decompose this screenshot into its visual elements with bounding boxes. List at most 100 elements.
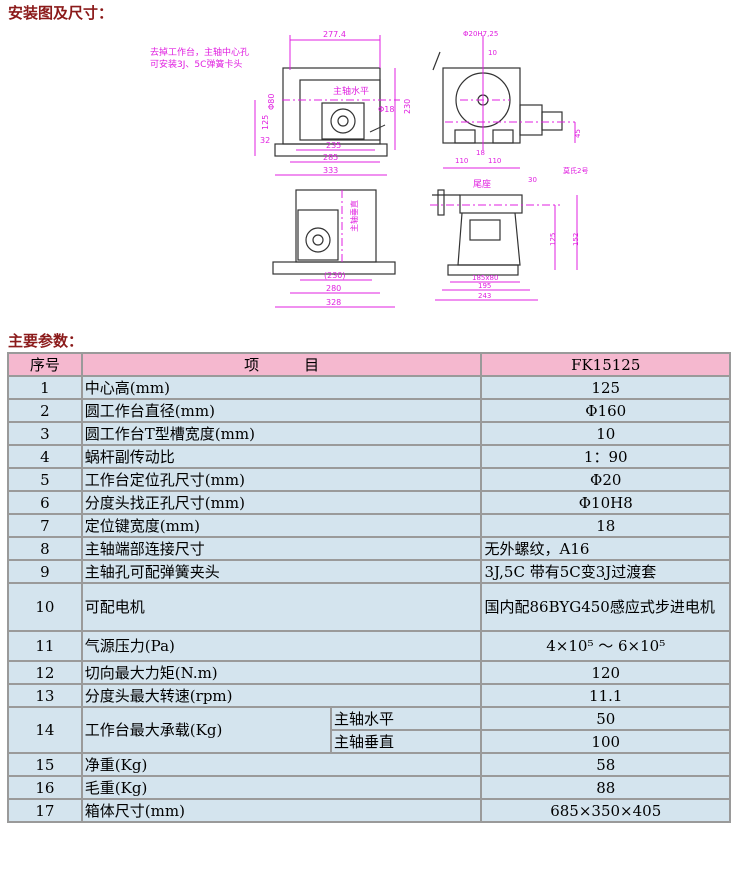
row-value: 50 [480,706,731,731]
row-no: 16 [7,775,83,800]
row-no: 14 [7,706,83,754]
row-value: 11.1 [480,683,731,708]
row-value: 1：90 [480,444,731,469]
dim-label: 280 [326,284,341,293]
row-item: 工作台定位孔尺寸(mm) [80,467,483,492]
row-value: Φ20 [480,467,731,492]
row-no: 15 [7,752,83,777]
row-value: 18 [480,513,731,538]
side-view-top-dims [443,35,576,169]
row-item: 可配电机 [80,582,483,632]
dim-label: Φ18 [378,105,394,114]
params-section-title: 主要参数： [8,332,84,350]
row-item: 分度头最大转速(rpm) [80,683,483,708]
dim-label: 195 [478,282,491,290]
row-item: 主轴端部连接尺寸 [80,536,483,561]
vertical-view [272,189,396,275]
dim-label: 125 [549,233,557,246]
row-no: 9 [7,559,83,584]
row-value: 120 [480,660,731,685]
tailstock-view [432,189,523,276]
row-value: 88 [480,775,731,800]
row-no: 3 [7,421,83,446]
row-item: 中心高(mm) [80,375,483,400]
row-item: 定位键宽度(mm) [80,513,483,538]
dim-label: 30 [528,176,537,184]
vertical-view-dims [275,190,395,308]
dim-label: 110 [488,157,501,165]
row-value: 3J,5C 带有5C变3J过渡套 [480,559,731,584]
row-item: 分度头找正孔尺寸(mm) [80,490,483,515]
row-value: 685×350×405 [480,798,731,823]
row-no: 12 [7,660,83,685]
dim-label: 285 [323,153,338,162]
row-item: 蜗杆副传动比 [80,444,483,469]
dim-label: 32 [260,136,270,145]
table-header: 序号 项 目 FK15125 [7,352,731,377]
row-subitem: 主轴垂直 [329,729,483,754]
row-value: 无外螺纹，A16 [480,536,731,561]
dim-label: 277.4 [323,30,346,39]
dim-label: 185x80 [472,274,498,282]
header-model: FK15125 [480,352,731,377]
dim-label: 333 [323,166,338,175]
install-section-title: 安装图及尺寸： [8,4,114,22]
dim-label: 243 [478,292,491,300]
row-no: 17 [7,798,83,823]
row-item: 箱体尺寸(mm) [80,798,483,823]
row-no: 5 [7,467,83,492]
row-no: 2 [7,398,83,423]
row-subitem: 主轴水平 [329,706,483,731]
row-value: 4×10⁵ ～ 6×10⁵ [480,630,731,662]
dim-label: 10 [488,49,497,57]
dim-label: 235 [326,141,341,150]
row-value: Φ10H8 [480,490,731,515]
row-no: 1 [7,375,83,400]
dim-label: 152 [572,233,580,246]
label-morse: 莫氏2号 [563,166,588,175]
row-no: 13 [7,683,83,708]
row-value: 100 [480,729,731,754]
row-item: 切向最大力矩(N.m) [80,660,483,685]
note-line-2: 可安装3J、5C弹簧卡头 [150,58,242,70]
row-no: 4 [7,444,83,469]
label-spindle-horizontal: 主轴水平 [333,85,369,97]
front-view-horizontal [274,67,388,157]
header-item: 项 目 [80,352,483,377]
row-value: 国内配86BYG450感应式步进电机 [480,582,731,632]
dim-label: 45 [574,129,582,138]
dim-label: Φ80 [267,94,276,110]
row-item: 工作台最大承载(Kg) [80,706,332,754]
dim-label: 230 [403,99,412,114]
front-view-dims [254,35,400,176]
row-item: 毛重(Kg) [80,775,483,800]
row-no: 11 [7,630,83,662]
label-spindle-vertical: 主轴垂直 [349,200,359,232]
installation-drawing: 去掉工作台，主轴中心孔 可安装3J、5C弹簧卡头 277.4 Φ80 125 3… [150,30,588,308]
header-no: 序号 [7,352,83,377]
row-item: 主轴孔可配弹簧夹头 [80,559,483,584]
dim-label: 110 [455,157,468,165]
side-view-top [432,51,563,144]
row-no: 10 [7,582,83,632]
row-no: 7 [7,513,83,538]
